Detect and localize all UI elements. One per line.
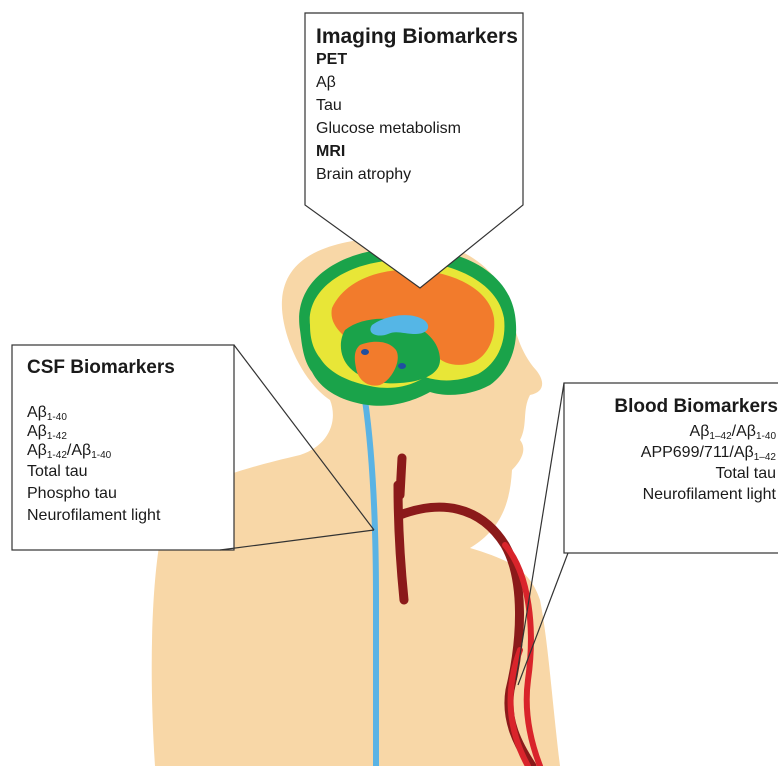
mri-item: Brain atrophy (316, 167, 411, 183)
csf-title: CSF Biomarkers (27, 358, 175, 377)
pet-item: Glucose metabolism (316, 121, 461, 137)
csf-item: Total tau (27, 464, 87, 480)
blood-item: APP699/711/Aβ1–42 (641, 445, 776, 461)
csf-item: Phospho tau (27, 486, 117, 502)
blood-item: Total tau (716, 466, 776, 482)
mri-heading: MRI (316, 144, 345, 160)
csf-item: Aβ1-42 (27, 424, 67, 440)
pet-item: Aβ (316, 75, 336, 91)
blood-item: Aβ1–42/Aβ1-40 (690, 424, 776, 440)
pet-heading: PET (316, 52, 347, 68)
csf-item: Neurofilament light (27, 508, 160, 524)
csf-item: Aβ1-40 (27, 405, 67, 421)
imaging-title: Imaging Biomarkers (316, 26, 518, 47)
blood-item: Neurofilament light (643, 487, 776, 503)
blood-title: Blood Biomarkers (614, 397, 778, 416)
csf-item: Aβ1-42/Aβ1-40 (27, 443, 111, 459)
pet-item: Tau (316, 98, 342, 114)
